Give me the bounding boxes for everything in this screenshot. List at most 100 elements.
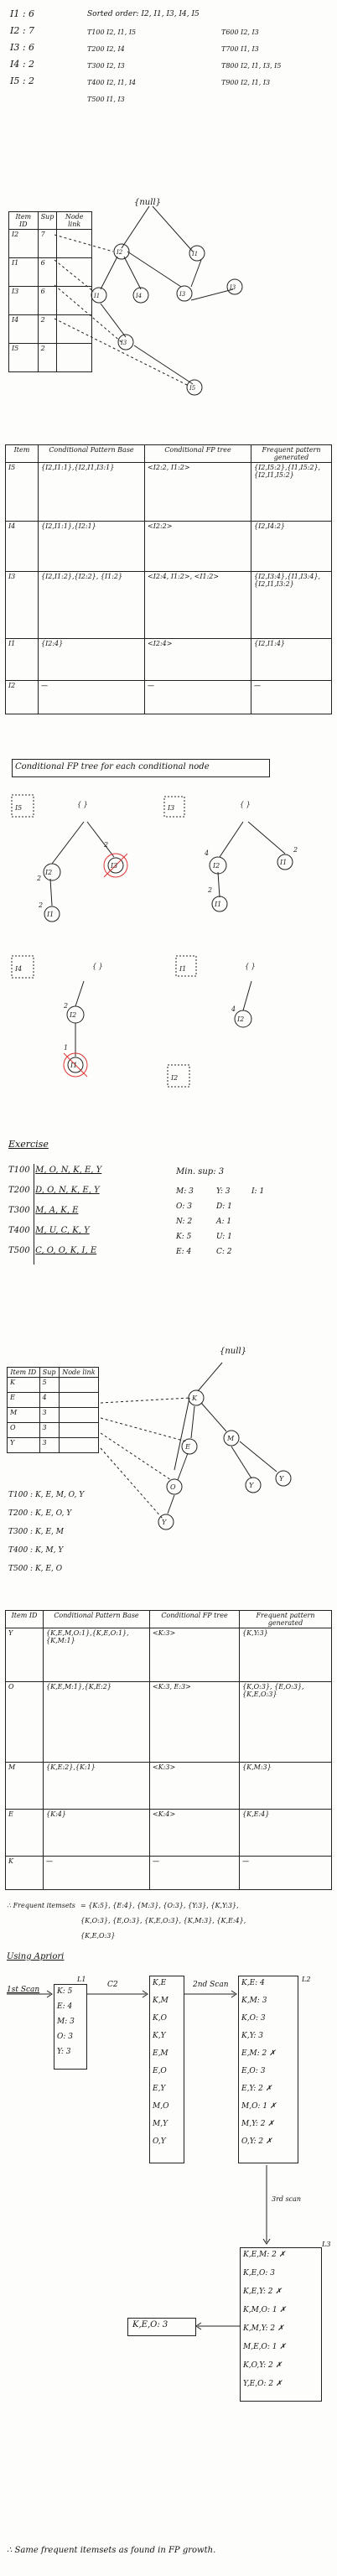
table-row: I2 — — — [5, 680, 332, 714]
svg-text:I2: I2 [116, 249, 123, 256]
result-itemset: K,E,O: 3 [132, 2320, 168, 2329]
tree-node [226, 278, 243, 295]
tree-node [223, 1430, 240, 1446]
svg-text:2: 2 [36, 875, 41, 882]
table-row: I1 {I2:4} <I2:4> {I2,I1:4} [5, 638, 332, 681]
second-scan-label: 2nd Scan [193, 1981, 229, 1989]
l3-label: L3 [322, 2241, 331, 2248]
null-root-1: {null} [134, 198, 162, 207]
first-scan-label: 1st Scan [7, 1986, 40, 1994]
svg-text:{ }: { } [77, 801, 88, 808]
svg-text:I1: I1 [93, 293, 100, 299]
result-arrow [195, 2322, 240, 2330]
third-scan-arrow [262, 2165, 271, 2245]
svg-text:1: 1 [64, 1044, 68, 1052]
table-row: M {K,E:2},{K:1} <K:3> {K,M:3} [5, 1762, 332, 1810]
caption-box [12, 759, 270, 777]
svg-text:I3: I3 [120, 340, 127, 346]
svg-text:{ }: { } [92, 963, 103, 970]
i4-node-1: I1 [70, 1062, 77, 1069]
null-root-2: {null} [220, 1347, 247, 1356]
i5-node-2: I3 [110, 862, 117, 870]
tree-node [158, 1514, 174, 1530]
third-scan-label: 3rd scan [272, 2195, 302, 2203]
tree-node [275, 1470, 292, 1487]
apriori-title: Using Apriori [7, 1952, 65, 1961]
i1-panel-label: I1 [179, 965, 186, 973]
table-row: O {K,E,M:1},{K,E:2} <K:3, E:3> {K,O:3}, … [5, 1681, 332, 1763]
tree-node [91, 287, 107, 304]
table-row: Y {K,E,M,O:1},{K,E,O:1}, {K,M:1} <K:3> {… [5, 1628, 332, 1682]
svg-text:I3: I3 [229, 284, 236, 291]
table-row: I4 {I2,I1:1},{I2:1} <I2:2> {I2,I4:2} [5, 521, 332, 572]
i5-node-0: I2 [44, 869, 52, 876]
l2-box [238, 1976, 298, 2163]
svg-text:2: 2 [207, 886, 212, 894]
tree-node [181, 1438, 198, 1455]
i4-panel-label: I4 [14, 965, 22, 973]
fp-tree-2: K E M O Y Y Y [100, 1362, 292, 1530]
exercise-title: Exercise [8, 1139, 49, 1150]
svg-text:{ }: { } [240, 801, 251, 808]
tree-node [186, 379, 203, 396]
svg-text:Y: Y [162, 1519, 167, 1526]
sorted-order: Sorted order: I2, I1, I3, I4, I5 [87, 10, 200, 18]
table-row: I5 {I2,I1:1},{I2,I1,I3:1} <I2:2, I1:2> {… [5, 462, 332, 522]
svg-text:M: M [226, 1435, 235, 1442]
i3-node-0: I2 [212, 862, 220, 870]
support-item: I3 : 6 [10, 42, 35, 53]
cond-table-1: Item Conditional Pattern Base Conditiona… [5, 444, 332, 714]
tree-node [117, 334, 134, 351]
i5-panel-label: I5 [14, 804, 22, 812]
svg-text:4: 4 [231, 1005, 236, 1013]
frequent-itemsets-line: = {K:5}, {E:4}, {M:3}, {O:3}, {Y:3}, {K,… [80, 1902, 239, 1909]
l1-box [54, 1984, 87, 2070]
result-box [127, 2318, 196, 2336]
l3-box [240, 2247, 322, 2402]
i3-node-1: I1 [214, 901, 221, 908]
svg-text:I5: I5 [189, 385, 196, 392]
svg-text:I1: I1 [191, 251, 198, 257]
support-item: I4 : 2 [10, 59, 35, 70]
table-row: E {K:4} <K:4> {K,E:4} [5, 1809, 332, 1857]
svg-text:{ }: { } [245, 963, 256, 970]
tree-node [132, 287, 149, 304]
table-row: I3 {I2,I1:2},{I2:2}, {I1:2} <I2:4, I1:2>… [5, 571, 332, 639]
i2-panel-label: I2 [170, 1074, 178, 1082]
tree-node [188, 1389, 205, 1406]
conditional-trees: I2 I3 I1 I2 I1 I1 I2 I1 I2 I5 I3 I4 I1 I… [11, 794, 298, 1088]
i3-node-2: I1 [279, 859, 287, 866]
support-item: I5 : 2 [10, 75, 35, 86]
c2-label: C2 [107, 1981, 118, 1989]
svg-text:K: K [191, 1394, 198, 1402]
l2-label: L2 [302, 1976, 311, 1983]
i3-panel-label: I3 [167, 804, 174, 812]
svg-text:I4: I4 [135, 293, 142, 299]
frequent-itemsets-line: {K,O:3}, {E,O:3}, {K,E,O:3}, {K,M:3}, {K… [80, 1917, 246, 1924]
l1-label: L1 [77, 1976, 86, 1983]
table-row: K — — — [5, 1856, 332, 1890]
svg-text:2: 2 [293, 846, 298, 854]
svg-text:2: 2 [63, 1002, 68, 1010]
i1-node-0: I2 [236, 1015, 244, 1023]
frequent-itemsets-label: ∴ Frequent itemsets [7, 1902, 75, 1909]
conclusion: ∴ Same frequent itemsets as found in FP … [7, 2546, 216, 2555]
tree-node [189, 245, 205, 262]
tree-node [176, 285, 193, 302]
cond-trees-caption: Conditional FP tree for each conditional… [15, 762, 210, 771]
svg-text:Y: Y [279, 1475, 284, 1483]
cond-table-2: Item ID Conditional Pattern Base Conditi… [5, 1610, 332, 1890]
i4-node-0: I2 [69, 1011, 76, 1019]
svg-text:4: 4 [204, 849, 209, 857]
tree-node [166, 1478, 183, 1495]
tree-node [245, 1477, 262, 1493]
frequent-itemsets-line: {K,E,O:3} [80, 1932, 116, 1940]
support-item: I2 : 7 [10, 25, 35, 36]
c2-box [149, 1976, 184, 2163]
svg-text:O: O [170, 1483, 176, 1491]
svg-text:2: 2 [103, 841, 108, 849]
tree-node [113, 243, 130, 260]
